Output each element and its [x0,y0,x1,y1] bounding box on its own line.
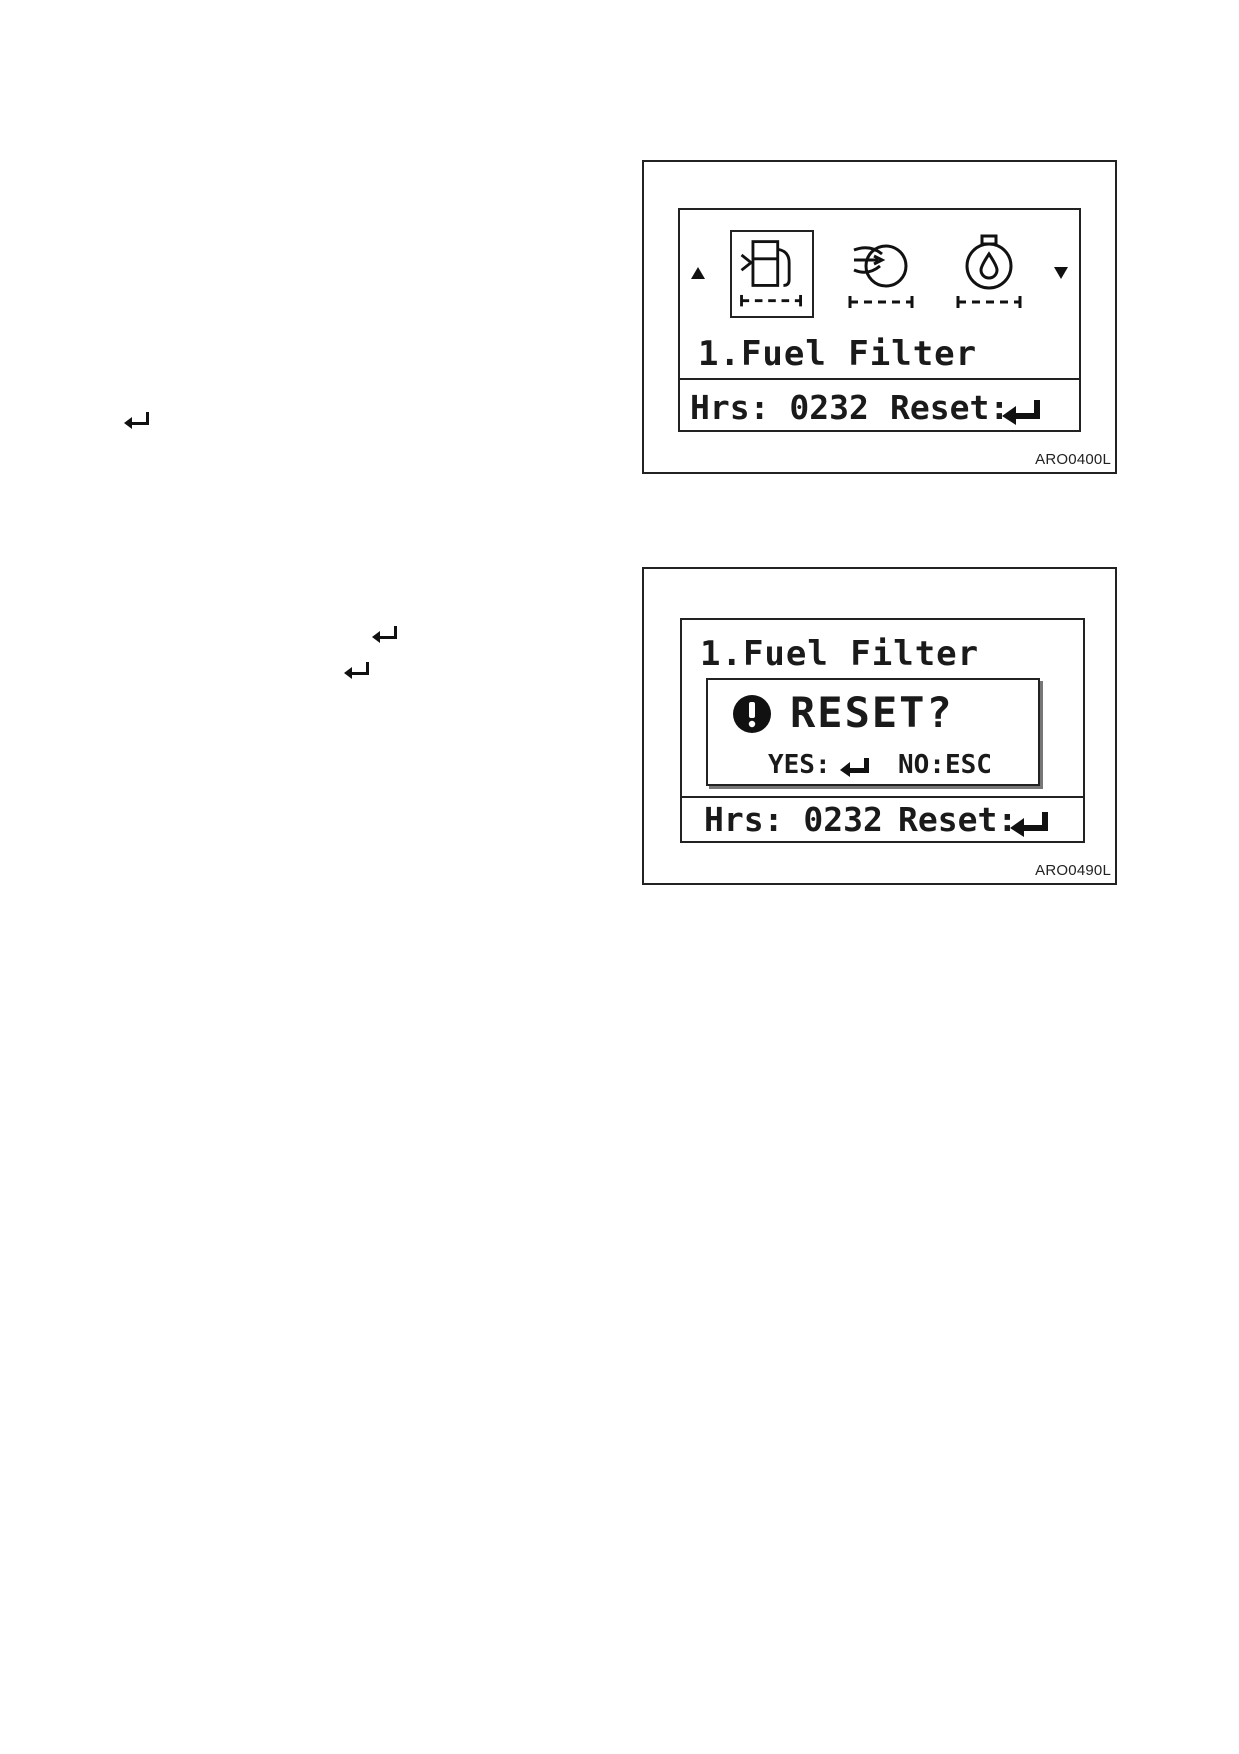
lcd-screen: 1.Fuel Filter RESET? YES: NO:ESC Hrs: 0 [680,618,1085,843]
menu-item-title: 1.Fuel Filter [700,634,980,674]
enter-key-icon[interactable] [838,756,872,778]
enter-key-icon [122,410,152,430]
menu-item-title: 1.Fuel Filter [698,334,978,374]
enter-key-icon [370,624,400,644]
triangle-down-icon[interactable] [1053,265,1069,281]
reset-label: Reset: [898,800,1018,839]
figure-code: ARO0400L [1035,451,1111,468]
oil-filter-icon[interactable] [948,230,1032,318]
triangle-up-icon[interactable] [690,265,706,281]
enter-key-icon[interactable] [1000,398,1044,426]
no-option[interactable]: NO:ESC [898,750,992,780]
enter-key-icon [342,660,372,680]
air-filter-icon[interactable] [840,230,924,318]
divider [680,378,1079,380]
figure-maintenance-menu: 1.Fuel Filter Hrs: 0232 Reset: ARO0400L [642,160,1117,474]
hours-readout: Hrs: 0232 [690,388,869,427]
reset-label: Reset: [890,388,1010,427]
hours-readout: Hrs: 0232 [704,800,883,839]
figure-reset-confirm: 1.Fuel Filter RESET? YES: NO:ESC Hrs: 0 [642,567,1117,885]
enter-key-icon[interactable] [1008,810,1052,838]
lcd-screen: 1.Fuel Filter Hrs: 0232 Reset: [678,208,1081,432]
exclamation-circle-icon [732,694,772,734]
figure-code: ARO0490L [1035,862,1111,879]
reset-prompt: RESET? [790,688,954,737]
divider [682,796,1083,798]
fuel-pump-icon[interactable] [730,230,814,318]
yes-option[interactable]: YES: [768,750,831,780]
reset-dialog: RESET? YES: NO:ESC [706,678,1040,786]
